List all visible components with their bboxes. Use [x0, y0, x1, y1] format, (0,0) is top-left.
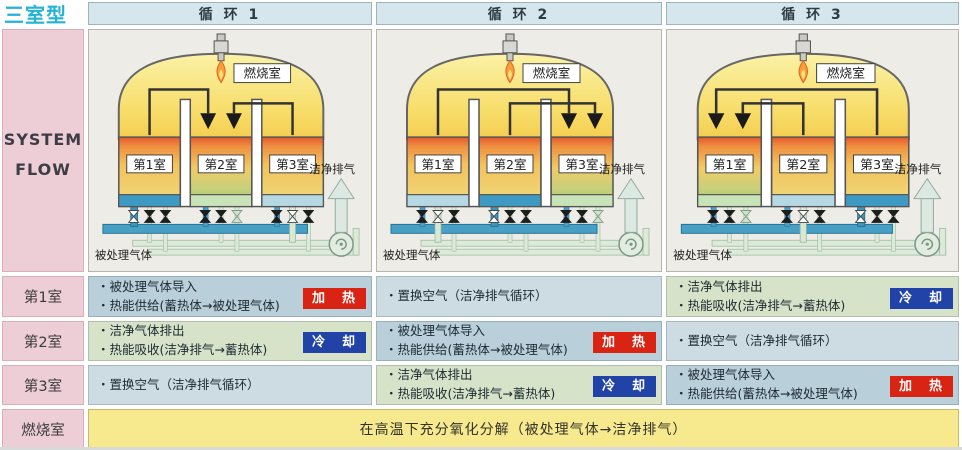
chamber-label: 第2室 [197, 154, 245, 174]
svg-text:燃烧室: 燃烧室 [827, 66, 865, 81]
flame-icon [505, 59, 515, 84]
system-flow-diagram-cycle-2: 燃烧室 第1室 第2室 第3室 洁净排气 被处理气体 [376, 29, 662, 272]
furnace-schematic: 燃烧室 第1室 第2室 第3室 洁净排气 被处理气体 [95, 33, 360, 262]
svg-text:燃烧室: 燃烧室 [244, 66, 281, 81]
clean-exhaust-blower-icon [328, 231, 354, 257]
svg-text:第3室: 第3室 [566, 157, 599, 172]
cell-line: ・置换空气（洁净排气循环） [97, 376, 260, 392]
chamber-label: 第2室 [486, 154, 534, 174]
svg-text:第2室: 第2室 [786, 157, 820, 172]
svg-text:第1室: 第1室 [133, 157, 166, 172]
cell-line: ・被处理气体导入 [385, 323, 486, 339]
combustion-chamber-label: 燃烧室 [816, 63, 876, 84]
system-flow-label-line2: FLOW [15, 160, 71, 180]
svg-text:第1室: 第1室 [713, 157, 747, 172]
column-header-cycle-2: 循 环 2 [376, 2, 662, 25]
clean-exhaust-blower-icon [618, 231, 644, 257]
clean-exhaust-label: 洁净排气 [309, 162, 355, 176]
cell-line: ・热能供给(蓄热体→被处理气体) [97, 297, 280, 313]
svg-text:第2室: 第2室 [494, 157, 527, 172]
process-gas-label: 被处理气体 [95, 248, 153, 262]
svg-text:第2室: 第2室 [205, 157, 238, 172]
table-cell-r2-c3: ・置换空气（洁净排气循环） [666, 321, 959, 361]
cell-line: ・置换空气（洁净排气循环） [385, 288, 548, 304]
burner-icon [213, 33, 229, 62]
clean-exhaust-arrow [912, 177, 942, 233]
row-header-combustion-chamber: 燃烧室 [2, 409, 84, 449]
clean-exhaust-label: 洁净排气 [894, 162, 941, 176]
clean-exhaust-blower-icon [914, 231, 941, 257]
chamber-label: 第3室 [852, 154, 902, 174]
row-header-system-flow: SYSTEM FLOW [2, 29, 84, 272]
combustion-chamber-label: 燃烧室 [233, 63, 292, 84]
table-cell-r3-c2: ・洁净气体排出 ・热能吸收(洁净排气→蓄热体) 冷 却 [376, 365, 662, 405]
chamber-label: 第1室 [126, 154, 173, 174]
cell-line: ・洁净气体排出 [385, 367, 473, 383]
burner-icon [795, 33, 811, 62]
chamber-label: 第2室 [779, 154, 828, 174]
chamber-label: 第3室 [269, 154, 316, 174]
page-title: 三室型 [4, 3, 67, 27]
table-cell-r2-c2: ・被处理气体导入 ・热能供给(蓄热体→被处理气体) 加 热 [376, 321, 662, 361]
system-flow-label-line1: SYSTEM [3, 130, 83, 149]
svg-text:第1室: 第1室 [422, 157, 455, 172]
table-cell-r3-c3: ・被处理气体导入 ・热能供给(蓄热体→被处理气体) 加 热 [666, 365, 959, 405]
cell-line: ・热能吸收(洁净排气→蓄热体) [675, 297, 846, 313]
cell-line: ・被处理气体导入 [675, 367, 776, 383]
svg-text:燃烧室: 燃烧室 [533, 66, 570, 81]
row-header-chamber-3: 第3室 [2, 365, 84, 405]
flame-icon [216, 59, 226, 84]
combustion-flow-arrows [436, 88, 603, 136]
clean-exhaust-arrow [327, 177, 356, 233]
clean-exhaust-arrow [617, 177, 645, 233]
combustion-flow-arrows [148, 88, 294, 136]
clean-exhaust-label: 洁净排气 [599, 162, 646, 176]
chamber-label: 第3室 [558, 154, 606, 174]
table-cell-r1-c1: ・被处理气体导入 ・热能供给(蓄热体→被处理气体) 加 热 [88, 276, 372, 317]
cell-line: ・热能吸收(洁净排气→蓄热体) [97, 342, 268, 357]
cell-line: ・洁净气体排出 [675, 278, 763, 294]
cell-line: ・被处理气体导入 [97, 278, 198, 294]
cell-line: ・热能供给(蓄热体→被处理气体) [385, 342, 568, 357]
combustion-chamber-description: 在高温下充分氧化分解（被处理气体→洁净排气） [88, 409, 959, 449]
cool-badge: 冷 却 [302, 331, 366, 353]
process-gas-label: 被处理气体 [383, 248, 441, 262]
row-header-chamber-2: 第2室 [2, 321, 84, 361]
flame-icon [798, 59, 809, 84]
cell-line: ・热能供给(蓄热体→被处理气体) [675, 386, 858, 401]
column-header-cycle-1: 循 环 1 [88, 2, 372, 25]
system-flow-diagram-cycle-3: 燃烧室 第1室 第2室 第3室 洁净排气 被处理气体 [666, 29, 959, 272]
chamber-label: 第1室 [705, 154, 754, 174]
chamber-label: 第1室 [414, 154, 462, 174]
table-cell-r3-c1: ・置换空气（洁净排气循环） [88, 365, 372, 405]
furnace-schematic: 燃烧室 第1室 第2室 第3室 洁净排气 被处理气体 [383, 33, 650, 262]
combustion-chamber-label: 燃烧室 [522, 63, 581, 84]
column-header-cycle-3: 循 环 3 [666, 2, 959, 25]
furnace-schematic: 燃烧室 第1室 第2室 第3室 洁净排气 被处理气体 [673, 33, 947, 262]
heat-badge: 加 热 [302, 287, 366, 309]
svg-text:第3室: 第3室 [276, 157, 309, 172]
heat-badge: 加 热 [889, 375, 953, 397]
heat-badge: 加 热 [592, 331, 656, 353]
cool-badge: 冷 却 [889, 287, 953, 309]
table-cell-r1-c2: ・置换空气（洁净排气循环） [376, 276, 662, 317]
combustion-flow-arrows [707, 88, 879, 136]
burner-icon [502, 33, 518, 62]
cell-line: ・置换空气（洁净排气循环） [675, 332, 838, 348]
process-gas-label: 被处理气体 [673, 248, 732, 262]
svg-text:第3室: 第3室 [860, 157, 894, 172]
cool-badge: 冷 却 [592, 375, 656, 397]
cell-line: ・热能吸收(洁净排气→蓄热体) [385, 386, 556, 401]
row-header-chamber-1: 第1室 [2, 276, 84, 317]
cell-line: ・洁净气体排出 [97, 323, 185, 339]
system-flow-diagram-cycle-1: 燃烧室 第1室 第2室 第3室 洁净排气 被处理气体 [88, 29, 372, 272]
table-cell-r1-c3: ・洁净气体排出 ・热能吸收(洁净排气→蓄热体) 冷 却 [666, 276, 959, 317]
table-cell-r2-c1: ・洁净气体排出 ・热能吸收(洁净排气→蓄热体) 冷 却 [88, 321, 372, 361]
